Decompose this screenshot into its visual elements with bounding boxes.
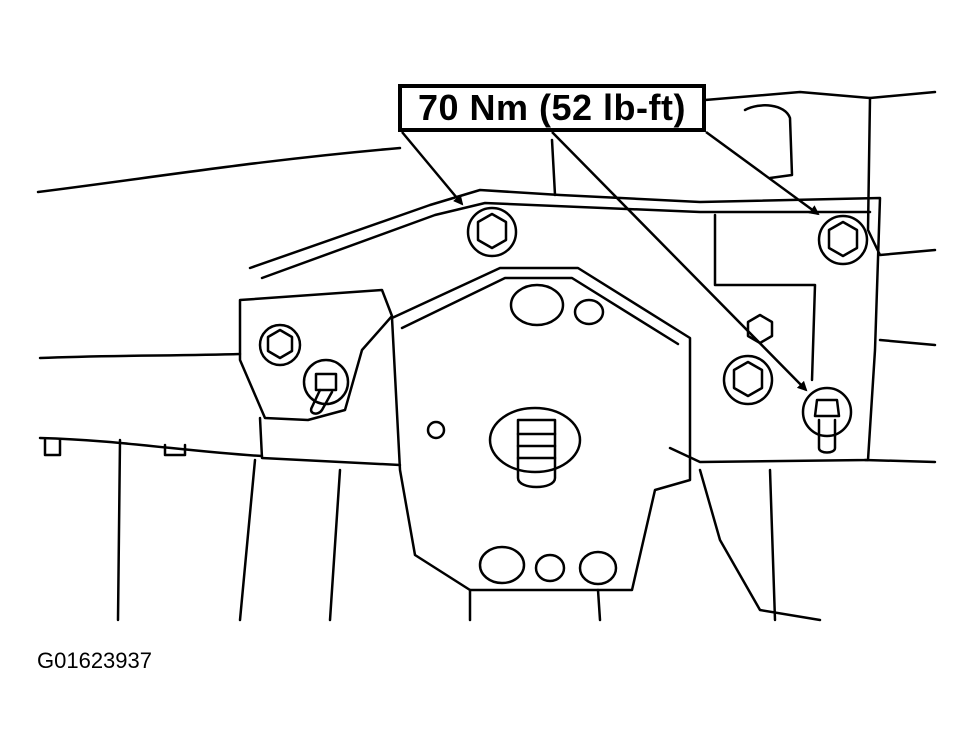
engine-block-right-3: [878, 338, 937, 347]
engine-block-right-2: [866, 96, 937, 257]
plate-hole-2: [573, 298, 605, 326]
upper-bracket-rail: [248, 188, 882, 464]
stud-boss: [488, 406, 582, 474]
plate-rivet: [426, 420, 446, 440]
plate-hole-3: [478, 545, 526, 585]
nut-stud-right: [801, 386, 853, 454]
crossmember-line-7: [43, 438, 62, 457]
bolt-upper-right: [817, 214, 869, 266]
frame-rail-left: [38, 352, 242, 360]
insulator-plate-edge: [400, 276, 680, 346]
bolt-upper-left: [466, 206, 518, 258]
crossmember-line-5: [596, 588, 602, 622]
left-bracket-lower: [258, 416, 402, 467]
engine-boss: [743, 104, 794, 180]
figure-id: G01623937: [37, 648, 152, 673]
engine-block-right: [703, 90, 937, 102]
plate-hole-5: [578, 550, 618, 586]
crossmember-line-1: [116, 438, 122, 622]
bracket-vertical-1: [550, 138, 557, 197]
torque-callout: 70 Nm (52 lb-ft): [398, 84, 706, 132]
crossmember-line-2: [238, 458, 257, 622]
leader-line-lower-right: [551, 131, 808, 392]
crossmember-line-6: [768, 468, 777, 622]
upper-bracket-rail-inner: [260, 201, 872, 280]
insulator-plate: [390, 266, 692, 592]
frame-rail-left-lower: [38, 436, 264, 458]
bracket-vertical-2: [713, 213, 817, 382]
crossmember-line-3: [328, 468, 342, 622]
bolt-hidden: [746, 313, 774, 345]
frame-rail-top: [36, 146, 402, 194]
leader-line-upper-right: [705, 130, 820, 216]
torque-label: 70 Nm (52 lb-ft): [417, 87, 687, 128]
bolt-mid-right: [722, 354, 774, 406]
nut-stud-left: [302, 358, 350, 415]
bolt-left: [258, 323, 302, 367]
left-mount-plate: [238, 288, 394, 422]
plate-hole-4: [534, 553, 566, 583]
center-stud: [516, 418, 557, 489]
engine-block-right-5: [698, 468, 822, 622]
crossmember-line-8: [163, 443, 187, 457]
engine-block-right-4: [863, 458, 937, 464]
leader-line-upper-left: [401, 131, 464, 206]
plate-hole-1: [509, 283, 565, 327]
